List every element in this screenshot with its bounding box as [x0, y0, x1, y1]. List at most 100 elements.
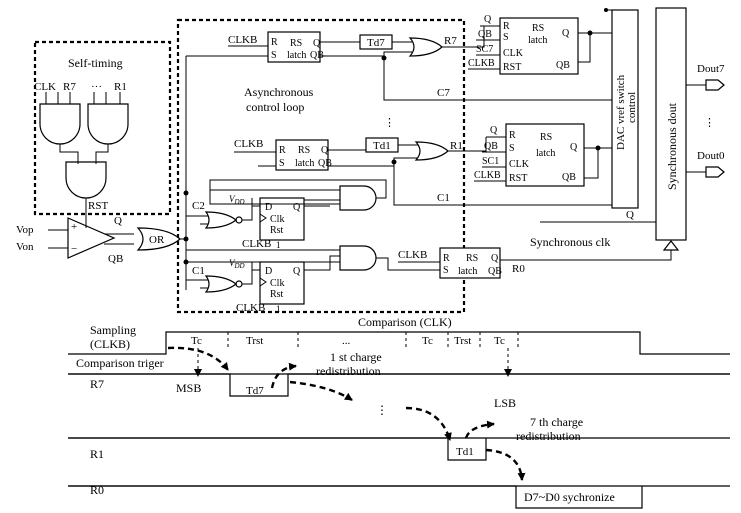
rs-top-q: Q — [313, 38, 321, 49]
rs-out-top-clk: CLK — [503, 48, 524, 59]
rs-bottom-wires — [398, 259, 540, 263]
rs-bottom-clkb: CLKB — [398, 249, 427, 261]
rs-out-top-clkb: CLKB — [468, 58, 495, 69]
bus-junction-1 — [183, 190, 189, 196]
rs-out-bottom-box — [505, 123, 585, 187]
rs-latch-bottom — [439, 247, 501, 279]
dff-upper-nor — [204, 211, 237, 229]
rs-latch-top — [267, 31, 321, 63]
rs-out-bottom-s: S — [509, 143, 515, 154]
dff-lower-clk: Clk — [270, 278, 284, 289]
rs-out-bottom-input-wires — [464, 136, 506, 182]
dff-lower-vdd: VDD — [229, 258, 245, 270]
self-timing-input-r1: R1 — [114, 81, 127, 93]
sync-wave-label: D7~D0 sychronize — [524, 490, 615, 504]
td1-wave-label: Td1 — [456, 446, 474, 458]
dff-upper-c: C2 — [192, 200, 205, 212]
dff-upper-clkb: CLKB — [242, 238, 271, 250]
comparator-inputs — [48, 229, 68, 249]
dff-upper-vdd: VDD — [229, 194, 245, 206]
self-timing-input-r7: R7 — [63, 81, 76, 93]
rs-out-top-r: R — [503, 21, 510, 32]
comparison-clk-label: Comparison (CLK) — [358, 315, 452, 329]
dots1-label: ... — [342, 335, 351, 347]
dff-lower-out-wire — [304, 255, 340, 271]
tc2-label: Tc — [422, 335, 433, 347]
async-loop-title-2: control loop — [246, 100, 304, 114]
rs-out-top-name2: latch — [528, 35, 547, 46]
charge7-label-1: 7 th charge — [530, 415, 583, 429]
comparator-qb: QB — [108, 253, 123, 265]
vop-label: Vop — [16, 224, 34, 236]
tc1-label: Tc — [191, 335, 202, 347]
charge7-label-2: redistribution — [516, 429, 581, 443]
charge1-label-1: 1 st charge — [330, 350, 382, 364]
rs-out-bottom-qbin: QB — [484, 141, 498, 152]
trst1-label: Trst — [246, 335, 263, 347]
rs-out-bottom-clk: CLK — [509, 159, 530, 170]
r1-waveform — [68, 437, 487, 461]
rs-bottom-name2: latch — [458, 266, 477, 277]
and-gate-left — [39, 103, 81, 145]
rs-mid-r: R — [279, 145, 286, 156]
r0-waveform — [68, 485, 643, 509]
rs-out-bottom-r: R — [509, 130, 516, 141]
arrow-sampling-to-r7 — [167, 346, 229, 371]
td7-wave-label: Td7 — [246, 385, 264, 397]
dff-upper-clk: Clk — [270, 214, 284, 225]
sync-clk-arrow — [662, 240, 680, 251]
rs-out-bottom-name1: RS — [540, 132, 552, 143]
dff-lower-wires — [186, 262, 260, 289]
arrow-to-r1 — [405, 406, 452, 441]
c1-label: C1 — [437, 192, 450, 204]
dout7-pin — [705, 79, 725, 91]
rs-out-bottom-qin: Q — [490, 125, 498, 136]
rs-out-bottom-qb: QB — [562, 172, 576, 183]
comparator-triangle — [67, 217, 116, 259]
dff-upper-out-wires — [303, 199, 340, 218]
dff-upper-d: D — [265, 202, 272, 213]
rs-mid-q: Q — [321, 145, 329, 156]
async-loop-boundary — [176, 18, 466, 314]
r0-wave-label: R0 — [90, 483, 104, 497]
rs-out-bottom-sc: SC1 — [482, 156, 499, 167]
sync-dout-label: Synchronous dout — [665, 102, 679, 190]
dout0-pin — [705, 166, 725, 178]
timing-diagram: Sampling (CLKB) Comparison (CLK) Tc Trst… — [68, 315, 730, 509]
self-timing-block: Self-timing CLK R7 ··· R1 RST — [33, 40, 172, 216]
arrow-r7-to-next — [289, 380, 353, 402]
rs-out-bottom-group: Q QB SC1 CLKB R S CLK RST RS latch Q QB — [464, 123, 620, 206]
rs-out-bottom-clkb: CLKB — [474, 170, 501, 181]
dff-upper-wires — [186, 198, 260, 225]
async-loop-title-1: Asynchronous — [244, 85, 314, 99]
and-gate-final — [65, 161, 107, 199]
td7-label: Td7 — [367, 37, 385, 49]
dout7-label: Dout7 — [697, 63, 725, 75]
r7-junction — [381, 55, 387, 61]
dac-q-label: Q — [626, 209, 634, 221]
self-timing-input-dots: ··· — [91, 81, 102, 93]
dff-upper-box — [259, 197, 305, 241]
trst2-label: Trst — [454, 335, 471, 347]
rs-out-top-sc: SC7 — [476, 44, 493, 55]
dac-label-1: DAC vref switch — [615, 74, 627, 150]
async-loop-block: Asynchronous control loop CLKB R S RS la… — [176, 18, 540, 314]
arrow-r1-to-r0 — [485, 448, 526, 481]
rs-out-top-rst: RST — [503, 62, 521, 73]
r1-wave-label: R1 — [90, 447, 104, 461]
rs-mid-name1: RS — [298, 145, 310, 156]
self-timing-inner-wires — [59, 144, 109, 164]
rs-bottom-s: S — [443, 265, 449, 276]
dff-lower-q: Q — [293, 266, 301, 277]
dout0-label: Dout0 — [697, 150, 725, 162]
rs-out-top-qb: QB — [556, 60, 570, 71]
dac-top-dot — [604, 8, 608, 12]
rs-out-top-s: S — [503, 32, 509, 43]
dac-label-2: control — [626, 92, 638, 123]
comp-trigger-label: Comparison triger — [76, 356, 164, 370]
dac-switch-box — [611, 9, 639, 209]
rs-top-r: R — [271, 37, 278, 48]
rs-out-top-qbin: QB — [478, 29, 492, 40]
r7-wave-label: R7 — [90, 377, 104, 391]
